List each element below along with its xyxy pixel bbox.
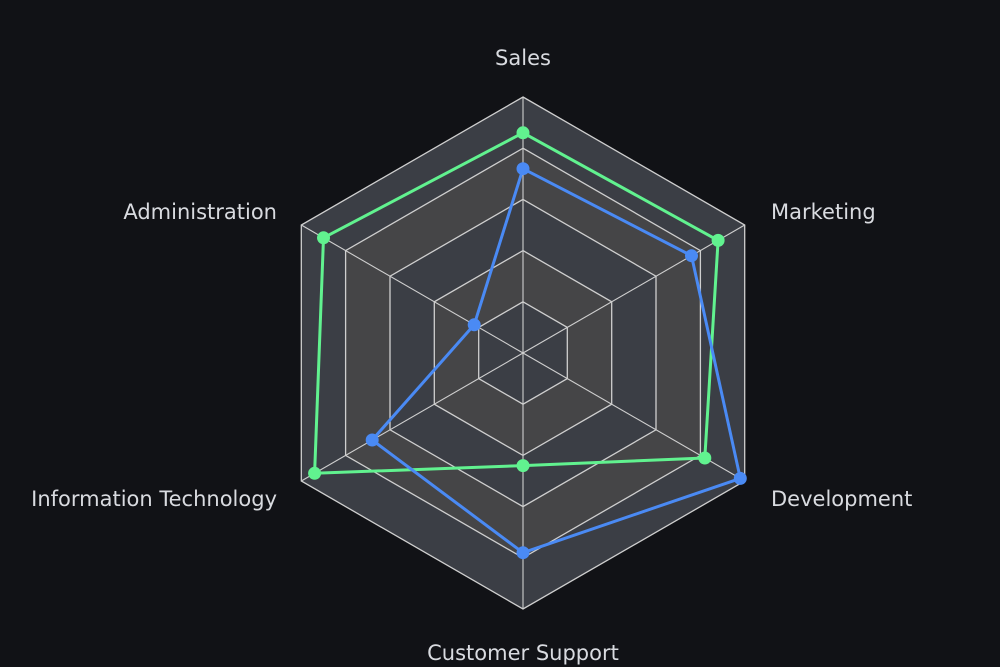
axis-label-administration: Administration (123, 200, 277, 224)
radar-series-2 (365, 162, 747, 560)
radar-series-2-point-6[interactable] (467, 318, 481, 332)
radar-series-1-point-1[interactable] (516, 126, 530, 140)
radar-series-1-point-6[interactable] (317, 231, 330, 245)
axis-label-development: Development (771, 487, 912, 511)
axis-label-customer-support: Customer Support (427, 641, 619, 665)
radar-series-1-point-2[interactable] (711, 233, 725, 247)
radar-series-1-point-4[interactable] (516, 459, 530, 473)
axis-label-marketing: Marketing (771, 200, 876, 224)
radar-series-2-point-2[interactable] (685, 249, 698, 263)
radar-series-1 (308, 126, 725, 480)
radar-spoke-5 (301, 352, 524, 482)
radar-axis-labels: Sales Marketing Development Customer Sup… (31, 46, 912, 665)
radar-series-2-point-4[interactable] (516, 546, 530, 560)
radar-series-2-point-5[interactable] (365, 433, 379, 447)
radar-series-1-point-3[interactable] (698, 451, 712, 465)
radar-spoke-2 (522, 224, 745, 354)
radar-series (308, 126, 747, 560)
radar-series-1-point-5[interactable] (308, 466, 322, 480)
axis-label-information-technology: Information Technology (31, 487, 277, 511)
radar-spoke-6 (301, 224, 524, 354)
radar-series-2-point-3[interactable] (733, 471, 747, 485)
axis-label-sales: Sales (495, 46, 551, 70)
radar-series-2-point-1[interactable] (516, 162, 530, 176)
